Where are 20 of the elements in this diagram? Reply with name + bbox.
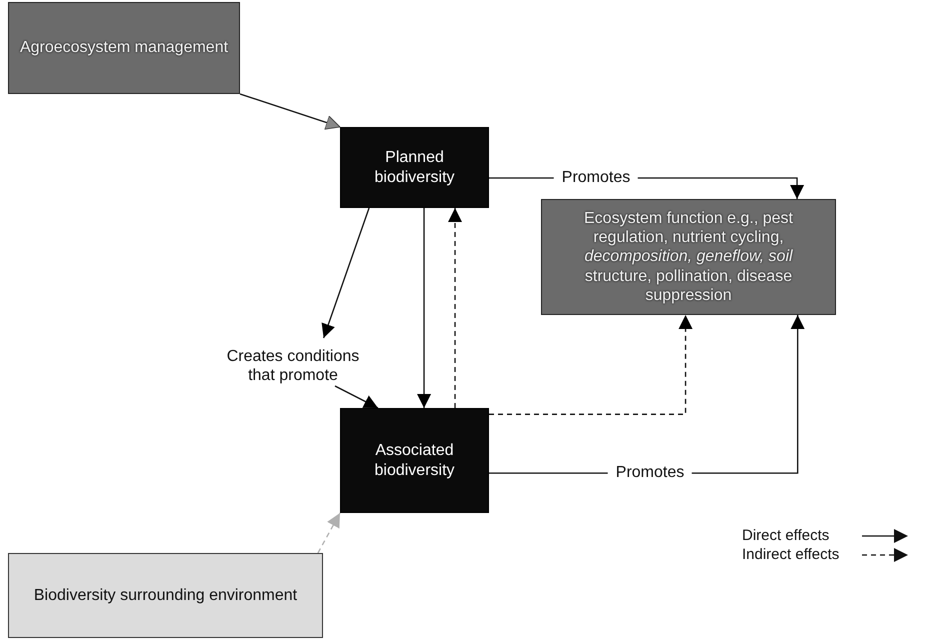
box-label: Ecosystem function e.g., pest regulation, nutrient cycling, decomposition, geneflow, soil structure, pollination, disease suppression (583, 209, 794, 305)
arrow (489, 315, 693, 415)
process-box (541, 199, 836, 315)
arrow (448, 208, 462, 408)
legend-label: Direct effects (742, 527, 830, 544)
arrow (240, 93, 340, 130)
legend-label: Indirect effects (742, 546, 840, 563)
arrow (322, 208, 370, 338)
box-label: Associated biodiversity (373, 441, 456, 480)
process-box (340, 408, 489, 513)
box-label: Biodiversity surrounding environment (34, 586, 298, 606)
arrow (334, 385, 378, 409)
box-label: Planned biodiversity (373, 148, 456, 187)
arrow (417, 208, 432, 408)
arrow (317, 512, 341, 554)
annotation-text: Creates conditions that promote (226, 346, 360, 385)
process-box (8, 2, 240, 94)
process-box (8, 553, 323, 638)
box-label: Agroecosystem management (20, 38, 228, 58)
process-box (340, 127, 489, 208)
